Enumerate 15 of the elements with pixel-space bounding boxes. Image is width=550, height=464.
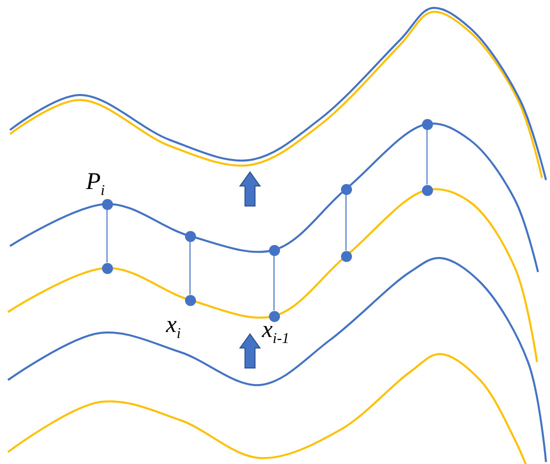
point-label: P$_{i}$ [86, 170, 105, 199]
point-dot [422, 118, 432, 130]
point-dot [102, 198, 112, 210]
point-dot [422, 184, 432, 196]
point-dot [340, 250, 352, 262]
point-dot [102, 262, 112, 274]
connector-line [426, 129, 428, 185]
point-label: x$_{i}$ [166, 313, 181, 342]
point-dot [268, 244, 280, 256]
point-label: x$_{i-1}$ [262, 318, 290, 347]
connector-line [106, 209, 108, 263]
point-dot [340, 184, 352, 194]
point-dot [184, 230, 196, 242]
point-dot [268, 310, 280, 322]
point-dot [184, 294, 196, 306]
